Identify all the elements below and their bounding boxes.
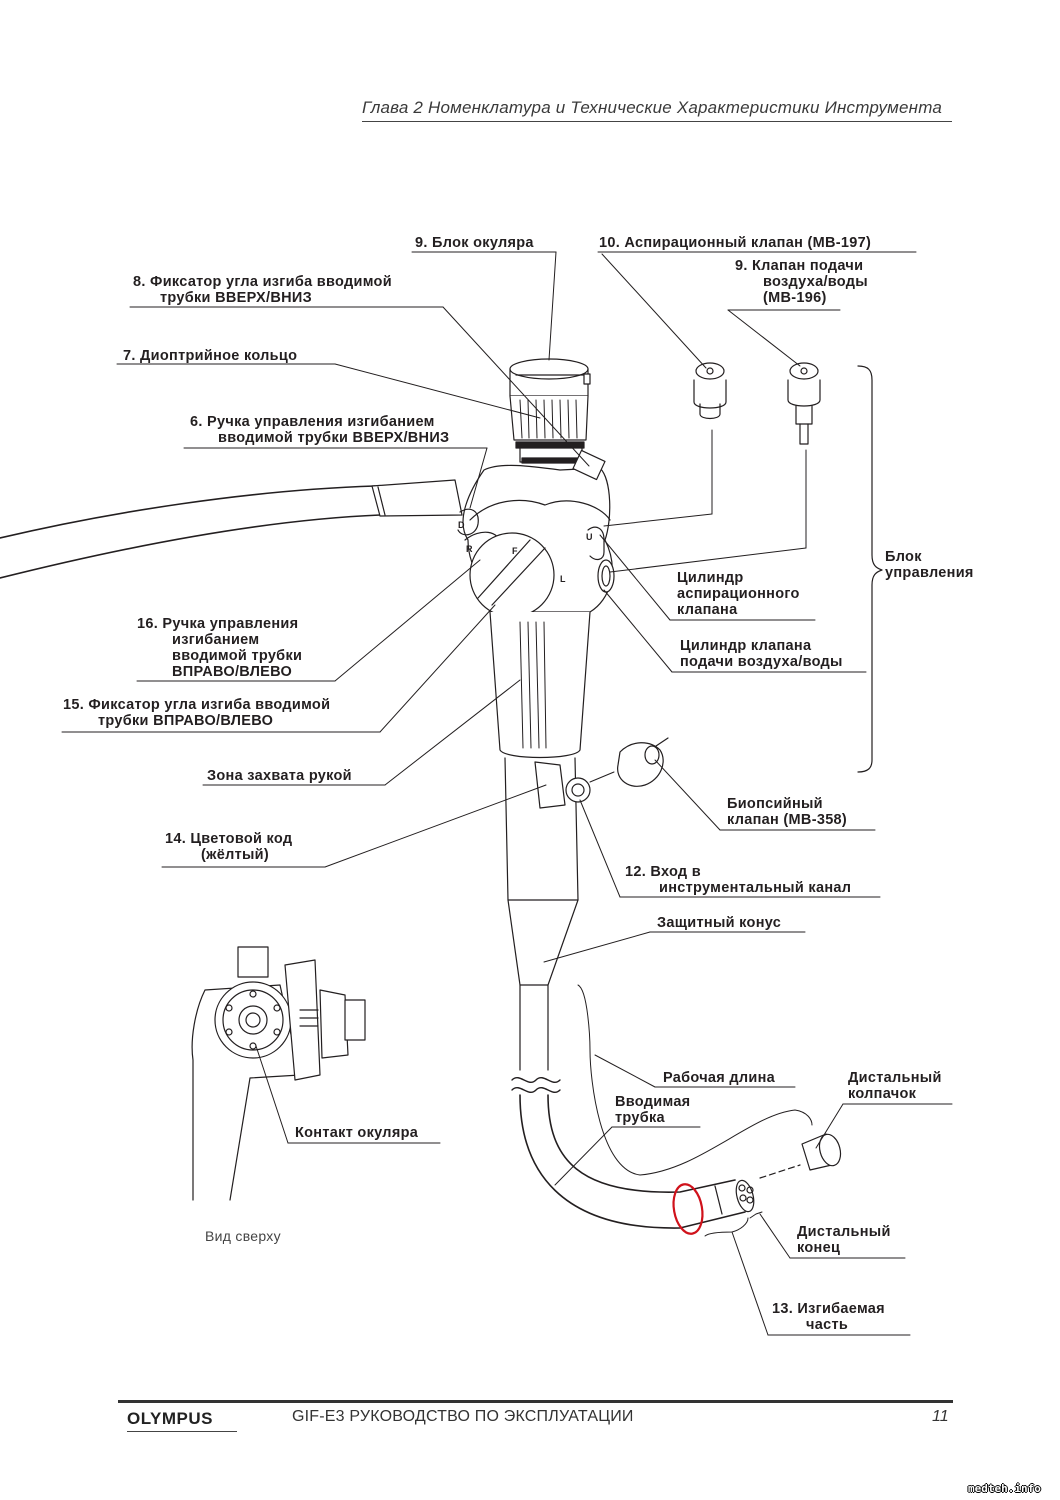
label-rl-lock-line1: 15. Фиксатор угла изгиба вводимой — [63, 697, 331, 713]
manual-title: GIF-E3 РУКОВОДСТВО ПО ЭКСПЛУАТАЦИИ — [292, 1408, 634, 1425]
top-view-drawing — [191, 946, 366, 1201]
universal-cord — [0, 479, 463, 579]
knob-mark-f: F — [512, 546, 518, 556]
label-rl-knob-line1: 16. Ручка управления — [137, 616, 299, 632]
label-air-water-valve-line1: 9. Клапан подачи — [735, 258, 864, 274]
label-distal-end-line1: Дистальный — [797, 1224, 891, 1240]
label-suction-valve: 10. Аспирационный клапан (MB-197) — [599, 235, 872, 251]
label-updown-knob-line1: 6. Ручка управления изгибанием — [190, 414, 435, 430]
label-suction-cylinder-line2: аспирационного — [677, 586, 800, 602]
label-airwater-cylinder-line1: Цилиндр клапана — [680, 638, 812, 654]
label-eyepiece-contact: Контакт окуляра — [295, 1125, 419, 1141]
grip-drawing — [489, 611, 591, 759]
label-control-block-line2: управления — [885, 565, 974, 581]
footer-rule — [118, 1400, 953, 1403]
label-biopsy-valve-line1: Биопсийный — [727, 796, 823, 812]
brand-logo: OLYMPUS — [127, 1409, 214, 1428]
insertion-tube-drawing — [504, 757, 755, 1229]
control-block-bracket — [857, 365, 883, 773]
label-air-water-valve-line2: воздуха/воды — [763, 274, 868, 290]
label-insertion-tube-line2: трубка — [615, 1110, 665, 1126]
label-rl-knob-line4: ВПРАВО/ВЛЕВО — [172, 664, 293, 680]
label-bending-section-line2: часть — [806, 1317, 849, 1333]
label-diopter-ring: 7. Диоптрийное кольцо — [123, 348, 298, 364]
label-updown-lock-line1: 8. Фиксатор угла изгиба вводимой — [133, 274, 392, 290]
suction-valve-drawing — [693, 362, 727, 420]
label-bending-section-line1: 13. Изгибаемая — [772, 1301, 885, 1317]
knob-mark-l: L — [560, 574, 566, 584]
knob-mark-d: D — [458, 520, 465, 530]
label-working-length: Рабочая длина — [663, 1070, 776, 1086]
label-distal-cap-line2: колпачок — [848, 1086, 917, 1102]
label-updown-knob-line2: вводимой трубки ВВЕРХ/ВНИЗ — [218, 430, 450, 446]
label-grip-section: Зона захвата рукой — [207, 768, 352, 784]
header-rule — [362, 121, 952, 122]
distal-cap-drawing — [759, 1133, 842, 1179]
highlight-circle — [672, 1183, 704, 1235]
watermark: medteh.info — [968, 1482, 1041, 1495]
control-body-drawing — [457, 449, 615, 618]
label-distal-cap-line1: Дистальный — [848, 1070, 942, 1086]
brand-underline — [127, 1431, 237, 1432]
label-boot: Защитный конус — [657, 915, 782, 931]
eyepiece-drawing — [509, 358, 591, 464]
label-channel-port-line1: 12. Вход в — [625, 864, 701, 880]
knob-mark-u: U — [586, 532, 593, 542]
label-air-water-valve-line3: (MB-196) — [763, 290, 827, 306]
label-updown-lock-line2: трубки ВВЕРХ/ВНИЗ — [160, 290, 312, 306]
label-channel-port-line2: инструментальный канал — [659, 880, 852, 896]
label-control-block-line1: Блок — [885, 549, 922, 565]
label-distal-end-line2: конец — [797, 1240, 841, 1256]
label-airwater-cylinder-line2: подачи воздуха/воды — [680, 654, 843, 670]
page-number: 11 — [932, 1408, 949, 1425]
label-top-view: Вид сверху — [205, 1228, 281, 1244]
air-water-valve-drawing — [787, 362, 821, 445]
working-length-outline — [577, 984, 813, 1176]
label-suction-cylinder-line3: клапана — [677, 602, 738, 618]
label-biopsy-valve-line2: клапан (MB-358) — [727, 812, 848, 828]
knob-mark-r: R — [466, 544, 473, 554]
label-suction-cylinder-line1: Цилиндр — [677, 570, 744, 586]
label-color-code-line2: (жёлтый) — [201, 847, 270, 863]
label-rl-knob-line2: изгибанием — [172, 632, 260, 648]
label-eyepiece-block: 9. Блок окуляра — [415, 235, 534, 251]
leader-lines — [61, 251, 953, 1336]
label-color-code-line1: 14. Цветовой код — [165, 831, 293, 847]
chapter-title: Глава 2 Номенклатура и Технические Харак… — [362, 98, 943, 117]
label-rl-knob-line3: вводимой трубки — [172, 648, 303, 664]
label-rl-lock-line2: трубки ВПРАВО/ВЛЕВО — [98, 713, 274, 729]
label-insertion-tube-line1: Вводимая — [615, 1094, 691, 1110]
biopsy-valve-drawing — [617, 737, 669, 787]
